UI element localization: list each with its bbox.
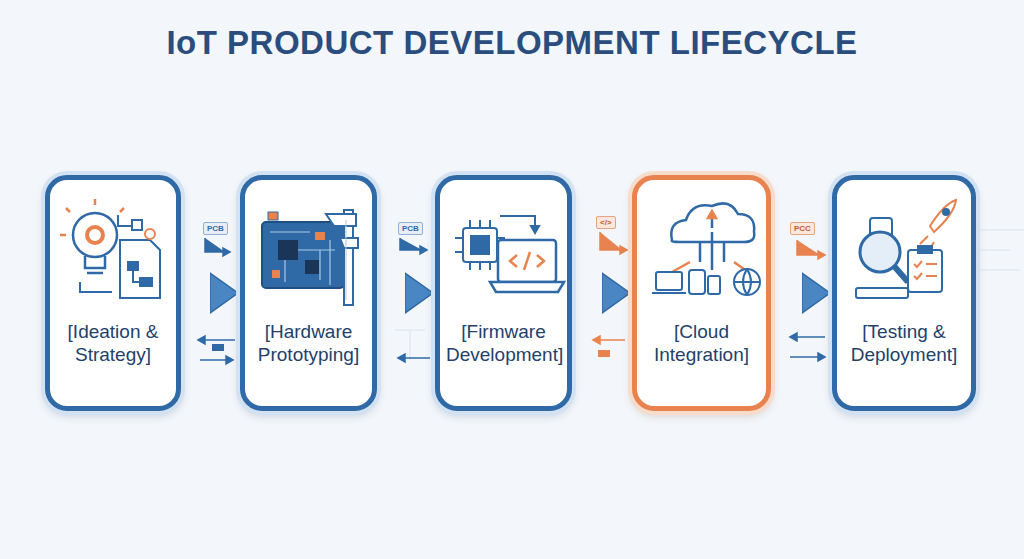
stage-box: [Firmware Development] <box>435 175 572 411</box>
stage-label: [Cloud Integration] <box>643 320 760 366</box>
mini-block <box>212 344 224 351</box>
small-tag: PCC <box>790 222 815 235</box>
small-tag: </> <box>596 216 616 229</box>
small-tag: PCB <box>398 222 423 235</box>
stage-box: [Ideation & Strategy] <box>45 175 181 411</box>
stage-box: [Hardware Prototyping] <box>240 175 377 411</box>
mini-block <box>598 350 610 357</box>
diagram-title: IoT PRODUCT DEVELOPMENT LIFECYCLE <box>0 24 1024 62</box>
stage-box: [Cloud Integration] <box>632 175 771 411</box>
flow-arrow <box>179 283 214 303</box>
flow-arrow <box>769 283 806 303</box>
stage-label: [Hardware Prototyping] <box>251 320 366 366</box>
small-tag: PCB <box>203 222 228 235</box>
flow-arrow <box>570 283 606 303</box>
flow-arrow <box>375 283 409 303</box>
stage-label: [Firmware Development] <box>446 320 561 366</box>
stage-label: [Testing & Deployment] <box>843 320 965 366</box>
stage-box: [Testing & Deployment] <box>832 175 976 411</box>
stage-label: [Ideation & Strategy] <box>56 320 170 366</box>
